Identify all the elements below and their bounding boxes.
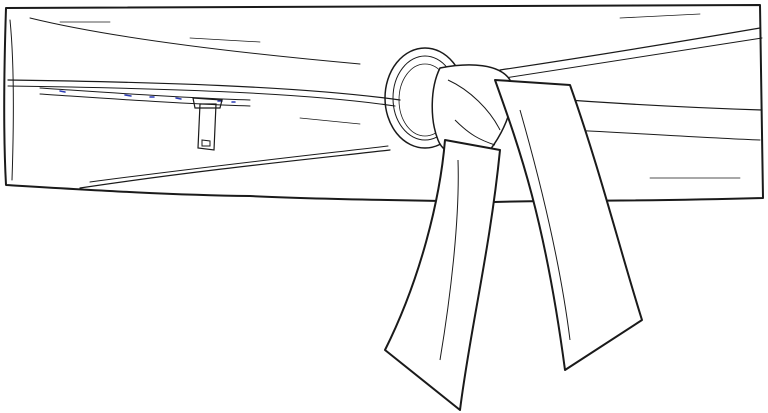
belt-sketch-stroke — [299, 117, 361, 125]
belt-fold-line-upper — [7, 79, 401, 101]
zipper-track — [39, 87, 251, 101]
belt-band — [3, 3, 764, 203]
belt-fold-line-left-lower — [79, 149, 391, 189]
knot-fold — [447, 79, 501, 131]
sash-tail-left — [384, 139, 501, 411]
belt-fold-line-left-edge — [9, 19, 14, 181]
belt-fold-line-top-right-2 — [504, 37, 763, 79]
belt-knot — [431, 64, 514, 157]
belt-fold-line-top-left — [29, 17, 361, 65]
belt-fold-line-right-lower — [569, 129, 761, 141]
belt-fold-line-top-right — [499, 27, 761, 71]
zipper-slider — [192, 97, 223, 109]
zipper-track-2 — [39, 93, 251, 107]
sash-tail-left-fold — [439, 159, 459, 361]
zipper-teeth — [59, 90, 236, 103]
belt-fold-line-upper-2 — [7, 85, 396, 107]
belt-band-outline — [3, 3, 764, 203]
knot-fold-2 — [454, 119, 496, 146]
belt-sketch-stroke — [189, 37, 261, 43]
belt-sketch-stroke — [619, 13, 701, 19]
zipper — [39, 87, 251, 151]
sash-tail-right-fold — [519, 109, 571, 341]
belt-fold-line-left-lower-2 — [89, 145, 389, 183]
zipper-pull-tab — [197, 103, 217, 151]
zipper-pull-hole — [201, 139, 211, 147]
sash-tails — [384, 79, 643, 411]
